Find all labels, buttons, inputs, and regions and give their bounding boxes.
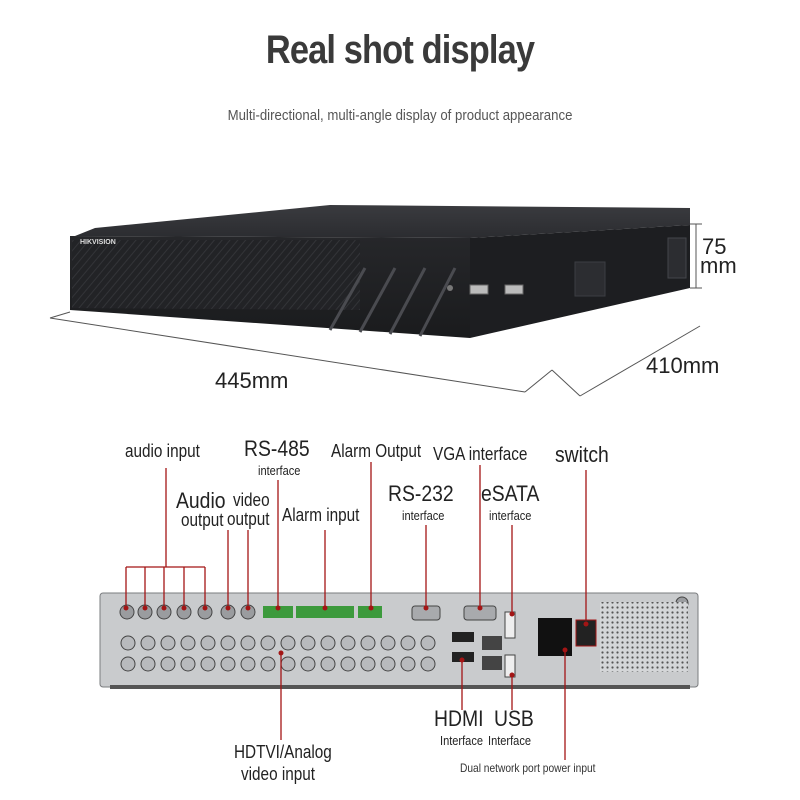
label-dual-network-power: Dual network port power input xyxy=(460,761,596,775)
alarm-input-terminal xyxy=(296,606,354,618)
label-esata-sub: interface xyxy=(489,508,532,523)
label-audio-input: audio input xyxy=(125,441,200,461)
nvr-rear-panel xyxy=(99,592,699,689)
rs485-terminal xyxy=(263,606,293,618)
lan-port xyxy=(482,636,502,650)
label-alarm-output: Alarm Output xyxy=(331,441,422,461)
rear-vent xyxy=(600,602,688,672)
side-fan-grille xyxy=(667,237,687,279)
page-title: Real shot display xyxy=(265,28,535,72)
label-vga-interface: VGA interface xyxy=(433,444,528,464)
label-rs485: RS-485 xyxy=(244,436,310,461)
front-usb-port-icon xyxy=(469,284,489,295)
label-hdmi-sub: Interface xyxy=(440,733,484,748)
label-video-output-2: output xyxy=(227,509,270,529)
status-led-icon xyxy=(447,285,453,291)
label-hdmi: HDMI xyxy=(434,706,484,731)
label-rs232: RS-232 xyxy=(388,481,454,506)
label-switch: switch xyxy=(555,442,609,467)
label-video-output-1: video xyxy=(233,490,270,510)
label-usb-sub: Interface xyxy=(488,733,532,748)
dimension-width: 445mm xyxy=(215,368,289,393)
side-vent xyxy=(574,261,606,297)
esata-port xyxy=(504,611,516,639)
front-usb-port-icon xyxy=(504,284,524,295)
alarm-output-terminal xyxy=(358,606,382,618)
front-diagonal-accent xyxy=(328,267,457,337)
hdmi-port-2 xyxy=(452,652,474,662)
dimension-height-unit: mm xyxy=(700,253,737,278)
usb-port xyxy=(504,654,516,678)
label-audio-output-1: Audio xyxy=(176,488,226,513)
video-input-bnc-grid xyxy=(120,635,436,672)
label-hdtvi-1: HDTVI/Analog xyxy=(234,742,332,762)
dimension-height-value: 75 xyxy=(702,234,727,259)
label-rs485-sub: interface xyxy=(258,463,301,478)
brand-logo: HIKVISION xyxy=(80,239,116,246)
label-audio-output-2: output xyxy=(181,510,224,530)
label-rs232-sub: interface xyxy=(402,508,445,523)
label-usb: USB xyxy=(494,706,534,731)
hdmi-port xyxy=(452,632,474,642)
callout-dots xyxy=(123,605,589,678)
nvr-device-front xyxy=(70,205,690,338)
dimension-lines xyxy=(49,223,702,397)
callout-lines xyxy=(125,462,587,760)
dimension-depth: 410mm xyxy=(646,353,720,378)
label-alarm-input: Alarm input xyxy=(282,505,360,525)
page-subtitle: Multi-directional, multi-angle display o… xyxy=(227,107,573,124)
label-hdtvi-2: video input xyxy=(241,764,316,784)
lan-port-2 xyxy=(482,656,502,670)
label-esata: eSATA xyxy=(481,481,540,506)
